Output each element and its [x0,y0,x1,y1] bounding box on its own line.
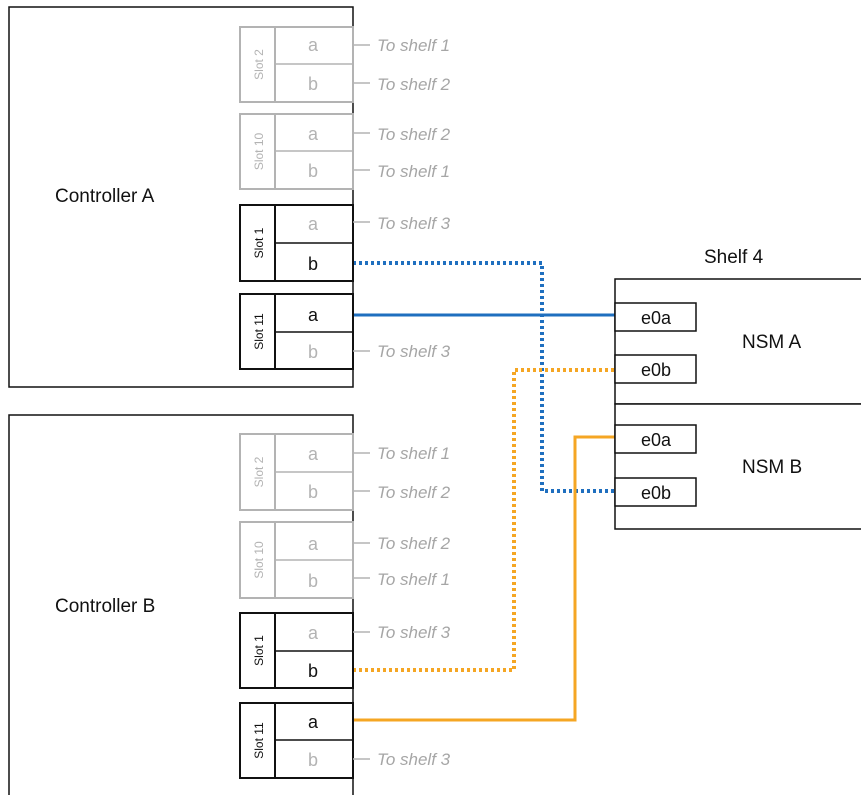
nsm-b-port-e0a [614,424,697,454]
controller-a-slot-11: Slot 11 a b To shelf 3 [239,293,451,370]
shelf-label: Shelf 4 [704,247,764,268]
port-b-label: b [308,750,318,770]
controller-b-label: Controller B [55,596,155,617]
port-b-label: b [308,161,318,181]
note-to-shelf: To shelf 2 [377,125,451,144]
port-b-label: b [308,254,318,274]
note-to-shelf: To shelf 2 [377,75,451,94]
nsm-a-box [614,278,861,405]
note-to-shelf: To shelf 1 [377,162,450,181]
note-to-shelf: To shelf 1 [377,570,450,589]
controller-b-slot-1: Slot 1 a b To shelf 3 [239,612,451,689]
port-a-label: a [308,124,319,144]
port-a-label: a [308,534,319,554]
shelf-4: Shelf 4 NSM A NSM B e0a e0b e0a e0b [614,247,861,530]
controller-b-slot-2: Slot 2 a b To shelf 1 To shelf 2 [239,433,451,511]
slot-label: Slot 2 [252,456,266,487]
port-b-label: b [308,571,318,591]
controller-a-slot-1: Slot 1 a b To shelf 3 [239,204,451,282]
note-to-shelf: To shelf 3 [377,214,451,233]
note-to-shelf: To shelf 1 [377,36,450,55]
port-a-label: a [308,712,319,732]
nsm-a-port-e0b [614,354,697,384]
note-to-shelf: To shelf 3 [377,342,451,361]
slot-label: Slot 11 [252,722,266,759]
controller-a-slot-10: Slot 10 a b To shelf 2 To shelf 1 [239,113,451,190]
nsm-b-label: NSM B [742,457,802,478]
controller-a: Controller A Slot 2 a b To shelf 1 To sh… [8,6,451,388]
nsm-b-box [614,403,861,530]
cable-b-slot11a-to-nsmb-e0a [353,435,615,722]
nsm-a-label: NSM A [742,332,801,353]
port-a-label: a [308,444,319,464]
note-to-shelf: To shelf 3 [377,623,451,642]
port-a-label: a [308,35,319,55]
nsm-a-port-e0b-label: e0b [641,360,671,380]
note-to-shelf: To shelf 1 [377,444,450,463]
note-to-shelf: To shelf 2 [377,534,451,553]
cable-a-slot1b-to-nsmb-e0b [353,261,615,493]
port-b-label: b [308,482,318,502]
note-to-shelf: To shelf 2 [377,483,451,502]
controller-b-slot-11: Slot 11 a b To shelf 3 [239,702,451,779]
slot-label: Slot 1 [252,227,266,258]
nsm-a-port-e0a [614,302,697,332]
port-b-label: b [308,342,318,362]
nsm-b-port-e0b-label: e0b [641,483,671,503]
slot-label: Slot 11 [252,313,266,350]
port-a-label: a [308,623,319,643]
nsm-a-port-e0a-label: e0a [641,308,672,328]
controller-a-slot-2: Slot 2 a b To shelf 1 To shelf 2 [239,26,451,103]
slot-label: Slot 10 [252,132,266,170]
slot-label: Slot 2 [252,49,266,80]
port-a-label: a [308,214,319,234]
nsm-b-port-e0a-label: e0a [641,430,672,450]
slot-label: Slot 10 [252,541,266,579]
controller-a-label: Controller A [55,186,155,207]
note-to-shelf: To shelf 3 [377,750,451,769]
port-b-label: b [308,661,318,681]
nsm-b-port-e0b [614,477,697,507]
controller-b: Controller B Slot 2 a b To shelf 1 To sh… [8,414,451,795]
slot-label: Slot 1 [252,635,266,666]
port-b-label: b [308,74,318,94]
controller-b-slot-10: Slot 10 a b To shelf 2 To shelf 1 [239,521,451,599]
port-a-label: a [308,305,319,325]
cable-b-slot1b-to-nsma-e0b [353,368,615,672]
